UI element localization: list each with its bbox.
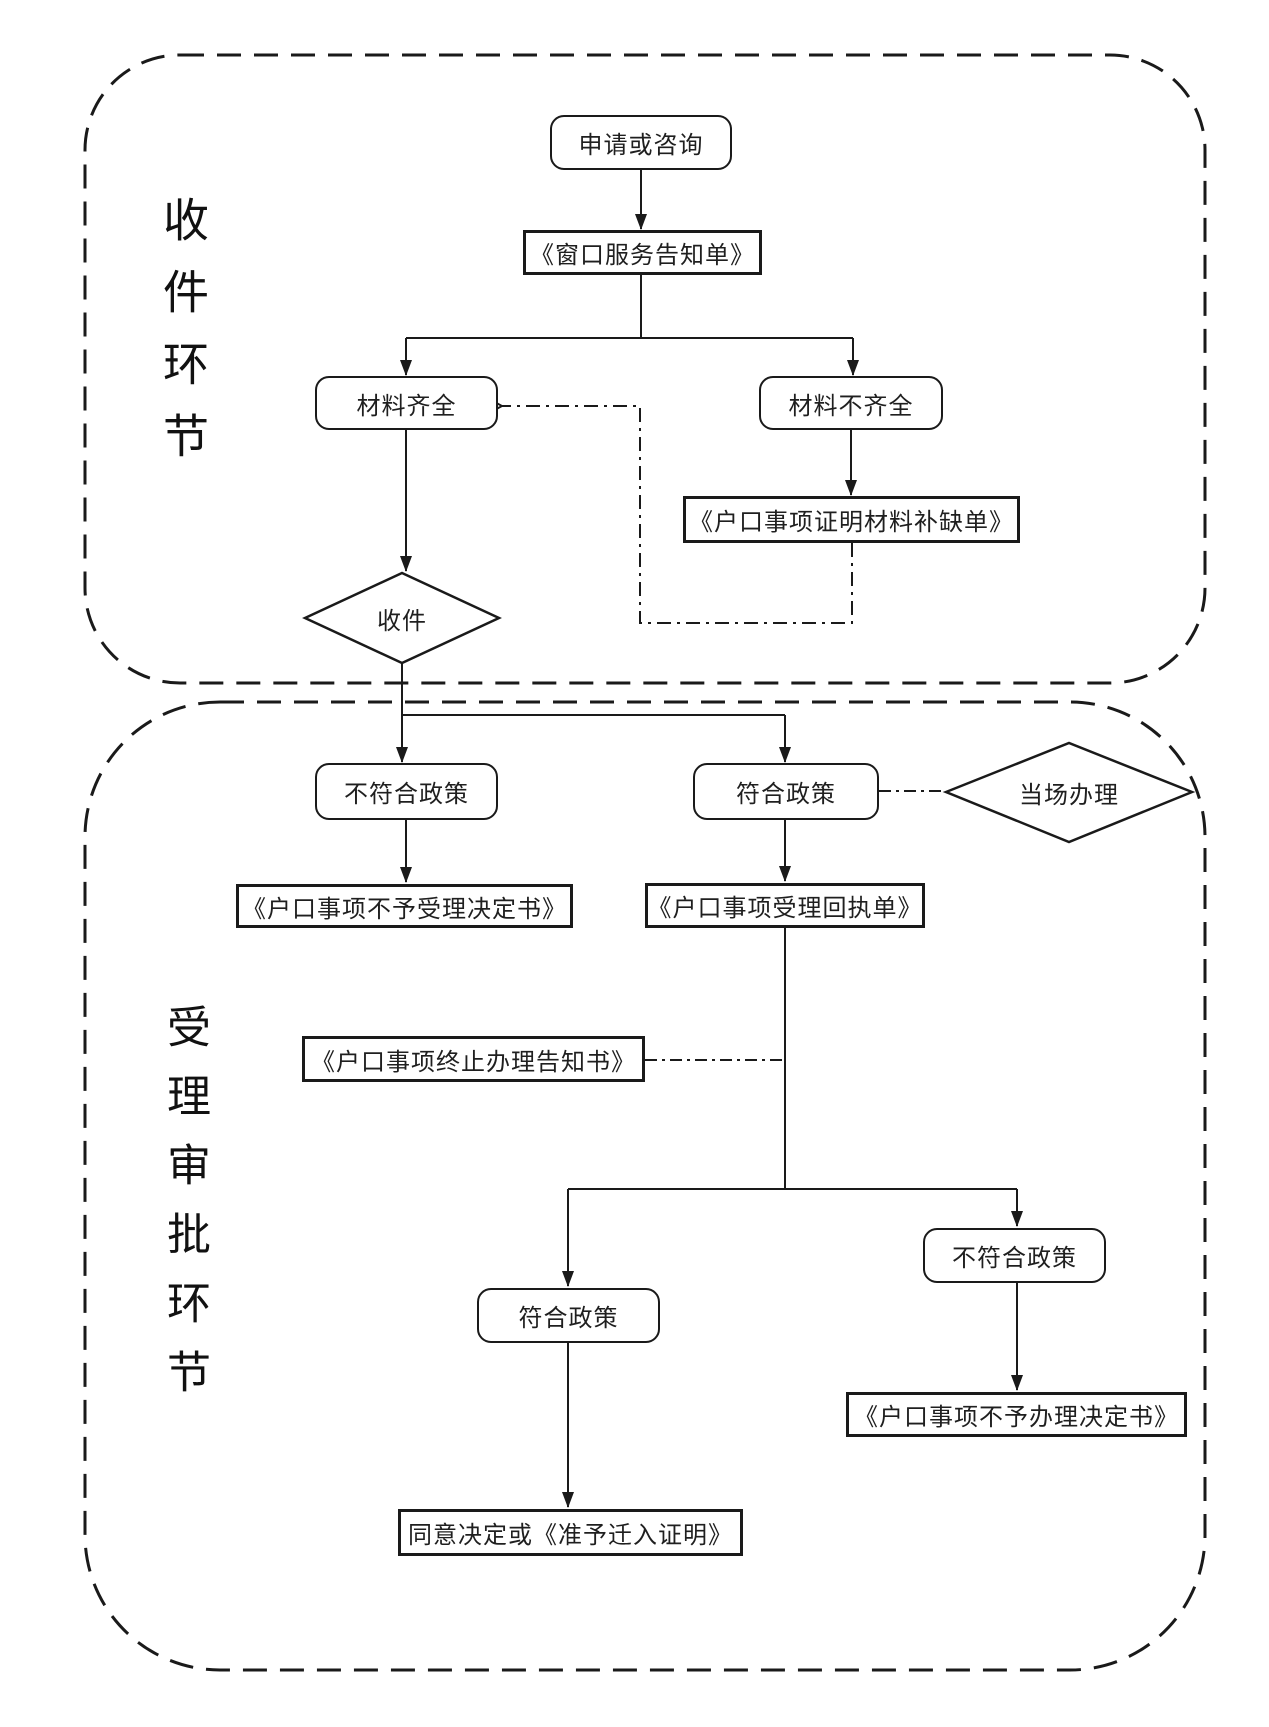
node-apply: 申请或咨询 [550, 115, 732, 170]
approval-section-border [83, 700, 1207, 1672]
resubmit-feedback-line [502, 406, 853, 624]
section-label-receiving: 收件环节 [157, 196, 209, 484]
flow-receipt-split [568, 928, 1017, 1190]
node-terminate-doc: 《户口事项终止办理告知书》 [302, 1036, 645, 1082]
receiving-section-border [83, 53, 1207, 685]
node-receipt-doc: 《户口事项受理回执单》 [645, 883, 925, 928]
node-policy-no-2: 不符合政策 [923, 1228, 1106, 1283]
node-policy-yes-1: 符合政策 [693, 763, 879, 820]
node-policy-no-1: 不符合政策 [315, 763, 498, 820]
node-not-accept-doc: 《户口事项不予受理决定书》 [236, 884, 573, 928]
flow-notice-split [406, 275, 853, 339]
node-not-handle-doc: 《户口事项不予办理决定书》 [846, 1392, 1187, 1437]
onsite-diamond-shape [942, 741, 1196, 844]
flow-receive-split [401, 663, 785, 716]
node-missing-list: 《户口事项证明材料补缺单》 [683, 496, 1020, 543]
node-receive-diamond: 收件 [377, 607, 427, 635]
receive-diamond-shape [302, 571, 502, 665]
node-policy-yes-2: 符合政策 [477, 1288, 660, 1343]
section-label-approval: 受理审批环节 [160, 1004, 209, 1418]
node-service-notice: 《窗口服务告知单》 [523, 230, 762, 275]
node-materials-incomplete: 材料不齐全 [759, 376, 943, 430]
node-materials-complete: 材料齐全 [315, 376, 498, 430]
node-approve-doc: 同意决定或《准予迁入证明》 [398, 1509, 743, 1556]
node-onsite-diamond: 当场办理 [1019, 781, 1119, 809]
